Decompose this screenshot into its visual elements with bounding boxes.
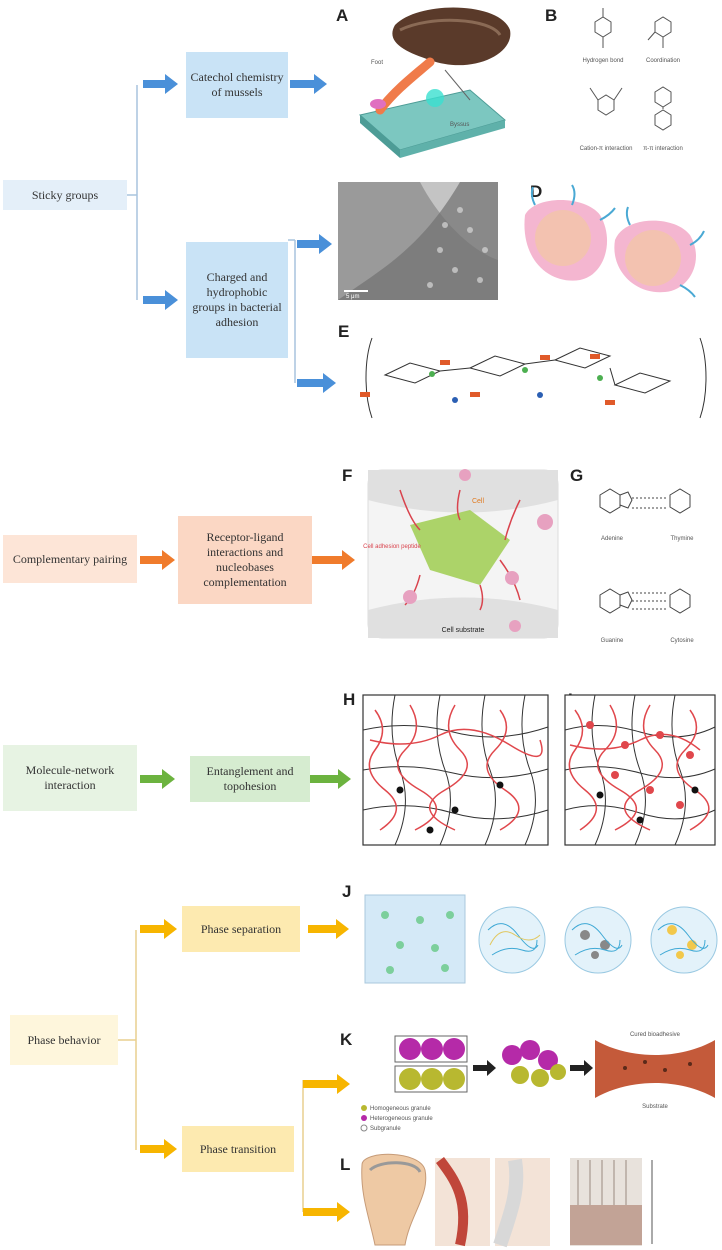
panel-letter-f: F <box>342 466 353 485</box>
panel-letter-j: J <box>342 882 352 901</box>
panel-letter-b: B <box>545 6 558 25</box>
mechanism-label: Entanglement and topohesion <box>206 764 294 793</box>
panel-g-basepairs <box>599 488 691 614</box>
category-label: Complementary pairing <box>12 551 128 566</box>
panel-h-network <box>362 694 549 846</box>
mechanism-label: Charged and hydrophobic groups in bacter… <box>192 270 282 329</box>
label-scale-bar: 5 μm <box>346 294 360 300</box>
label-thymine: Thymine <box>670 536 694 542</box>
label-hydrogen-bond: Hydrogen bond <box>582 58 623 64</box>
mechanism-catechol: Catechol chemistry of mussels <box>186 52 288 118</box>
panel-letter-k: K <box>340 1030 353 1049</box>
category-molecule-network: Molecule-network interaction <box>3 745 137 811</box>
yellow-arrows <box>140 919 350 1222</box>
label-heterogeneous-granule: Heterogeneous granule <box>370 1116 433 1122</box>
panel-i-network <box>564 694 716 846</box>
mechanism-phase-transition: Phase transition <box>182 1126 294 1172</box>
panel-letter-h: H <box>343 690 356 709</box>
label-pi-pi: π-π interaction <box>643 146 683 152</box>
panel-f-cell <box>367 469 559 639</box>
label-homogeneous-granule: Homogeneous granule <box>370 1106 431 1112</box>
green-arrows <box>140 769 351 789</box>
orange-arrows <box>140 550 355 570</box>
label-foot: Foot <box>371 60 384 66</box>
category-phase-behavior: Phase behavior <box>10 1015 118 1065</box>
blue-arrows <box>143 74 336 393</box>
category-sticky-groups: Sticky groups <box>3 180 127 210</box>
panel-letter-a: A <box>336 6 349 25</box>
mechanism-entanglement: Entanglement and topohesion <box>190 756 310 802</box>
label-coordination: Coordination <box>646 58 680 64</box>
label-cell-substrate: Cell substrate <box>442 627 485 634</box>
panel-b-structures <box>589 8 672 131</box>
mechanism-phase-separation: Phase separation <box>182 906 300 952</box>
label-cured-bioadhesive: Cured bioadhesive <box>630 1032 681 1038</box>
panel-e-groups <box>360 354 615 405</box>
category-complementary-pairing: Complementary pairing <box>3 535 137 583</box>
label-substrate: Substrate <box>642 1104 668 1110</box>
label-subgranule: Subgranule <box>370 1126 401 1132</box>
mechanism-charged-hydrophobic: Charged and hydrophobic groups in bacter… <box>186 242 288 358</box>
panel-k-granules <box>360 1035 715 1132</box>
label-byssus: Byssus <box>450 122 470 128</box>
mechanism-label: Catechol chemistry of mussels <box>190 70 284 99</box>
category-label: Sticky groups <box>31 187 99 202</box>
label-adenine: Adenine <box>601 536 624 542</box>
label-cell-adhesion-peptide: Cell adhesion peptide <box>363 544 421 550</box>
sticky-bracket <box>127 85 296 383</box>
category-label: Phase behavior <box>27 1032 101 1047</box>
phase-bracket <box>118 930 304 1212</box>
panel-letter-l: L <box>340 1155 351 1174</box>
category-label: Molecule-network interaction <box>25 763 115 792</box>
label-cell: Cell <box>472 498 485 505</box>
mechanism-receptor-ligand: Receptor-ligand interactions and nucleob… <box>178 516 312 604</box>
panel-d-bacteria <box>524 184 705 298</box>
label-guanine: Guanine <box>601 638 624 644</box>
mechanism-label: Receptor-ligand interactions and nucleob… <box>203 530 287 589</box>
label-cation-pi: Cation-π interaction <box>580 146 633 152</box>
panel-e-chain <box>365 337 707 419</box>
mechanism-label: Phase separation <box>200 921 282 936</box>
panel-a-mussel <box>358 7 511 158</box>
label-cytosine: Cytosine <box>670 638 694 644</box>
panel-l-tissue <box>361 1153 653 1248</box>
panel-letter-g: G <box>570 466 584 485</box>
panel-j-phase-separation <box>364 894 718 984</box>
mechanism-label: Phase transition <box>199 1141 277 1156</box>
panel-letter-e: E <box>338 322 350 341</box>
panel-c-micrograph <box>338 182 498 300</box>
